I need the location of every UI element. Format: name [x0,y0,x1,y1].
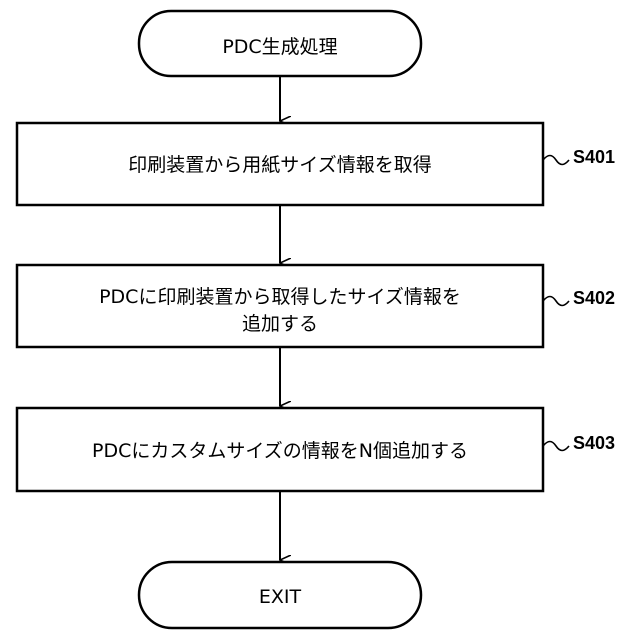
start-label: PDC生成処理 [222,36,337,58]
process-step-s403: PDCにカスタムサイズの情報をN個追加する S403 [17,408,615,491]
step-s401-id: S401 [573,147,615,167]
step-s403-id: S403 [573,433,615,453]
end-terminator: EXIT [139,562,421,628]
step-s402-leader [543,297,569,306]
step-s403-text: PDCにカスタムサイズの情報をN個追加する [92,440,468,462]
step-s401-text: 印刷装置から用紙サイズ情報を取得 [128,154,431,176]
step-s403-leader [543,442,569,451]
step-s401-leader [543,156,569,165]
end-label: EXIT [259,586,302,608]
process-step-s402: PDCに印刷装置から取得したサイズ情報を 追加する S402 [17,265,615,347]
step-s402-text-line2: 追加する [242,313,318,335]
step-s402-id: S402 [573,288,615,308]
step-s402-text-line1: PDCに印刷装置から取得したサイズ情報を [99,286,461,308]
start-terminator: PDC生成処理 [139,11,421,76]
process-step-s401: 印刷装置から用紙サイズ情報を取得 S401 [17,123,615,205]
